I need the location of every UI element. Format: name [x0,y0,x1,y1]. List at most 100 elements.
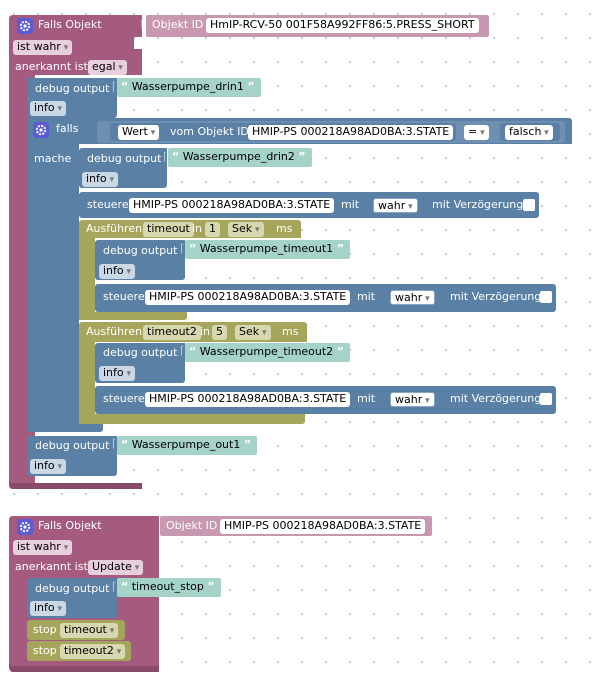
string-literal[interactable]: “ Wasserpumpe_out1 ” [117,436,258,455]
event-block-1-shape [9,15,142,489]
debug-output-label: debug output [35,82,110,95]
timeout-label: Ausführen [86,222,143,235]
string-literal[interactable]: “ Wasserpumpe_drin1 ” [117,78,261,97]
gear-icon[interactable] [17,18,33,34]
wert-dropdown[interactable]: Wert [118,125,160,140]
string-value[interactable]: Wasserpumpe_out1 [131,438,241,451]
quote-close-icon: ” [247,80,255,93]
control-label: steuere [103,290,145,303]
quote-open-icon: “ [121,438,129,451]
mache-label: mache [34,152,72,165]
objekt-id-field[interactable]: HMIP-PS 000218A98AD0BA:3.STATE [220,519,426,534]
value-dropdown[interactable]: wahr [390,290,435,305]
ist-dropdown[interactable]: ist wahr [13,40,73,55]
timeout-unit-dropdown[interactable]: Sek [235,325,271,340]
connector-tip: ⌈ [112,580,117,593]
string-literal[interactable]: “ timeout_stop ” [117,578,221,597]
debug-output-label: debug output [35,582,110,595]
objekt-id-field[interactable]: HMIP-PS 000218A98AD0BA:3.STATE [145,290,351,305]
if-block-spine [27,144,79,430]
event-header-label: Falls Objekt [38,18,102,31]
boolean-dropdown[interactable]: falsch [505,125,553,140]
connector-tip: ⌈ [140,17,145,30]
string-literal[interactable]: “ Wasserpumpe_timeout1 ” [185,240,350,259]
value-dropdown[interactable]: wahr [373,198,418,213]
objekt-id-label: Objekt ID [166,519,218,532]
objekt-id-field[interactable]: HmIP-RCV-50 001F58A992FF86:5.PRESS_SHORT [206,18,479,33]
string-literal[interactable]: “ Wasserpumpe_timeout2 ” [185,343,350,362]
log-level-dropdown[interactable]: info [99,264,136,279]
timeout-name-field[interactable]: timeout2 [143,325,201,340]
debug-output-label: debug output [103,244,178,257]
string-value[interactable]: Wasserpumpe_drin2 [182,150,295,163]
ms-label: ms [282,325,299,338]
mit-label: mit [341,198,360,211]
stop-timeout-dropdown[interactable]: timeout2 [60,644,126,659]
quote-open-icon: “ [189,345,197,358]
control-label: steuere [87,198,129,211]
delay-label: mit Verzögerung [450,392,542,405]
in-label: in [200,325,211,338]
gear-icon[interactable] [33,122,49,138]
connector-tip: ⌈ [163,150,168,163]
timeout-number-field[interactable]: 1 [205,222,220,237]
string-value[interactable]: timeout_stop [131,580,204,593]
anerkannt-dropdown[interactable]: egal [88,60,127,75]
string-literal[interactable]: “ Wasserpumpe_drin2 ” [168,148,312,167]
delay-label: mit Verzögerung [450,290,542,303]
timeout-block-spine [79,238,95,320]
in-label: in [192,222,203,235]
anerkannt-label: anerkannt ist [15,60,88,73]
if-label: falls [56,122,79,135]
log-level-dropdown[interactable]: info [82,172,119,187]
anerkannt-dropdown[interactable]: Update [88,560,144,575]
quote-open-icon: “ [189,242,197,255]
value-dropdown[interactable]: wahr [390,392,435,407]
timeout-name-field[interactable]: timeout [143,222,194,237]
gear-icon[interactable] [17,519,33,535]
vom-objekt-label: vom Objekt ID [170,125,249,138]
timeout-unit-dropdown[interactable]: Sek [228,222,264,237]
quote-open-icon: “ [172,150,180,163]
mit-label: mit [357,290,376,303]
quote-close-icon: ” [298,150,306,163]
stop-label: stop [33,623,57,636]
timeout-block-bottom [79,312,187,320]
timeout-label: Ausführen [86,325,143,338]
delay-checkbox[interactable] [523,199,535,211]
quote-close-icon: ” [336,242,344,255]
event-block-1[interactable] [9,15,142,489]
objekt-id-label: Objekt ID [152,18,204,31]
log-level-dropdown[interactable]: info [30,101,67,116]
timeout-number-field[interactable]: 5 [212,325,227,340]
quote-close-icon: ” [336,345,344,358]
operator-dropdown[interactable]: = [464,125,489,140]
string-value[interactable]: Wasserpumpe_timeout2 [199,345,334,358]
connector-tip: ⌈ [180,242,185,255]
timeout-block-bottom [79,414,305,424]
string-value[interactable]: Wasserpumpe_drin1 [131,80,244,93]
debug-output-label: debug output [103,346,178,359]
quote-close-icon: ” [207,580,215,593]
stop-label: stop [33,644,57,657]
objekt-id-field[interactable]: HMIP-PS 000218A98AD0BA:3.STATE [248,125,454,140]
delay-checkbox[interactable] [540,393,552,405]
log-level-dropdown[interactable]: info [99,366,136,381]
connector-tip: ⌈ [180,344,185,357]
stop-timeout-dropdown[interactable]: timeout [60,623,119,638]
objekt-id-field[interactable]: HMIP-PS 000218A98AD0BA:3.STATE [129,198,335,213]
objekt-id-field[interactable]: HMIP-PS 000218A98AD0BA:3.STATE [145,392,351,407]
log-level-dropdown[interactable]: info [30,459,67,474]
control-label: steuere [103,392,145,405]
mit-label: mit [357,392,376,405]
log-level-dropdown[interactable]: info [30,601,67,616]
quote-open-icon: “ [121,580,129,593]
timeout-block-spine [79,342,95,424]
string-value[interactable]: Wasserpumpe_timeout1 [199,242,334,255]
quote-close-icon: ” [243,438,252,451]
ist-dropdown[interactable]: ist wahr [13,540,73,555]
anerkannt-label: anerkannt ist [15,560,88,573]
delay-checkbox[interactable] [540,291,552,303]
connector-tip: ⌈ [112,80,117,93]
